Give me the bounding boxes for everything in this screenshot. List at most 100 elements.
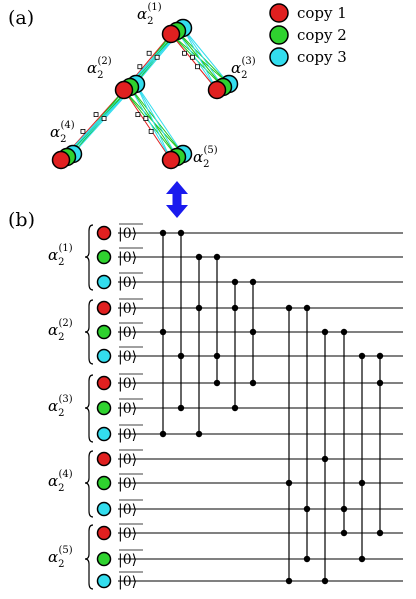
graph-edge-line	[135, 83, 172, 161]
control-dot	[249, 278, 257, 286]
graph-edge-line	[129, 86, 172, 161]
graph-edge-line	[170, 33, 218, 91]
edge-marker	[146, 50, 152, 56]
legend-label: copy 3	[297, 48, 347, 66]
qubit-copy-marker	[96, 525, 112, 541]
qubit-copy-marker	[96, 375, 112, 391]
qubit-copy-marker	[96, 300, 112, 316]
qubit-copy-marker	[96, 501, 112, 517]
control-dot	[340, 328, 348, 336]
control-dot	[231, 278, 239, 286]
qubit-copy-marker	[96, 274, 112, 290]
qubit-markers	[96, 225, 112, 589]
ket-zero-label: |0⟩	[118, 349, 137, 365]
qubit-copy-marker	[96, 475, 112, 491]
control-dot	[213, 253, 221, 261]
node-label: α2(4)	[50, 120, 75, 145]
group-brace	[84, 299, 94, 365]
group-label: α2(5)	[48, 545, 73, 570]
interaction-graph-nodes: α2(1)α2(2)α2(3)α2(4)α2(5)	[50, 2, 256, 170]
graph-edge-line	[123, 89, 172, 161]
graph-edge-line	[176, 30, 218, 91]
control-dot	[159, 430, 167, 438]
control-dot	[177, 229, 185, 237]
ket-zero-label: |0⟩	[118, 226, 137, 242]
group-label: α2(2)	[48, 318, 73, 343]
double-arrow-icon	[166, 181, 188, 218]
group-brace	[84, 224, 94, 291]
control-dot	[358, 555, 366, 563]
group-brace	[84, 524, 94, 590]
ket-zero-label: |0⟩	[118, 376, 137, 392]
control-dot	[195, 430, 203, 438]
node-label: α2(3)	[231, 56, 256, 81]
group-labels: α2(1)α2(2)α2(3)α2(4)α2(5)	[48, 224, 94, 590]
panel-a-label: (a)	[8, 7, 34, 29]
qubit-copy-marker	[96, 573, 112, 589]
qubit-copy-marker	[96, 551, 112, 567]
ket-zero-label: |0⟩	[118, 275, 137, 291]
control-dot	[376, 379, 384, 387]
control-dot	[321, 577, 329, 585]
control-dot	[249, 379, 257, 387]
edge-marker	[101, 116, 107, 121]
edge-marker	[80, 128, 86, 134]
group-brace	[84, 374, 94, 443]
control-dot	[195, 253, 203, 261]
ket-zero-label: |0⟩	[118, 401, 137, 417]
control-dot	[231, 404, 239, 412]
qubit-copy-marker	[96, 400, 112, 416]
edge-marker	[154, 54, 160, 60]
control-dot	[159, 229, 167, 237]
panel-b-label: (b)	[8, 209, 35, 231]
ket-zero-label: |0⟩	[118, 301, 137, 317]
node-copy-1-circle	[51, 150, 71, 170]
edge-marker	[143, 116, 149, 121]
circuit-wires	[118, 232, 403, 582]
edge-marker	[137, 64, 143, 70]
ket-zero-label: |0⟩	[118, 476, 137, 492]
node-copy-1-circle	[114, 80, 134, 100]
ket-zero-label: |0⟩	[118, 452, 137, 468]
ket-zero-label: |0⟩	[118, 427, 137, 443]
edge-marker	[182, 50, 187, 56]
ket-labels: |0⟩|0⟩|0⟩|0⟩|0⟩|0⟩|0⟩|0⟩|0⟩|0⟩|0⟩|0⟩|0⟩|…	[118, 223, 143, 590]
qubit-copy-marker	[96, 451, 112, 467]
control-dot	[303, 555, 311, 563]
graph-edge-line	[135, 83, 184, 155]
graph-edge-line	[182, 27, 218, 91]
legend-label: copy 2	[297, 26, 347, 44]
node-label: α2(1)	[137, 2, 162, 27]
qubit-copy-marker	[96, 225, 112, 241]
ket-zero-label: |0⟩	[118, 502, 137, 518]
edge-marker	[190, 54, 195, 60]
control-dot	[249, 328, 257, 336]
control-dot	[213, 379, 221, 387]
ket-zero-label: |0⟩	[118, 526, 137, 542]
graph-edge-line	[182, 27, 230, 85]
control-dot	[303, 505, 311, 513]
ket-zero-label: |0⟩	[118, 250, 137, 266]
node-copy-1-circle	[161, 150, 181, 170]
group-label: α2(4)	[48, 469, 73, 494]
legend-swatch	[269, 3, 289, 23]
control-dot	[358, 352, 366, 360]
edge-marker	[195, 64, 200, 70]
legend-swatch	[269, 25, 289, 45]
control-dot	[340, 505, 348, 513]
node-copy-1-circle	[161, 24, 181, 44]
ket-zero-label: |0⟩	[118, 552, 137, 568]
edge-marker	[148, 128, 154, 134]
interaction-graph-edges	[60, 27, 230, 161]
qubit-copy-marker	[96, 324, 112, 340]
control-dot	[177, 352, 185, 360]
qubit-copy-marker	[96, 249, 112, 265]
control-dot	[376, 529, 384, 537]
cz-gates	[159, 229, 384, 585]
control-dot	[376, 352, 384, 360]
group-label: α2(1)	[48, 243, 73, 268]
control-dot	[321, 328, 329, 336]
legend-swatch	[269, 47, 289, 67]
